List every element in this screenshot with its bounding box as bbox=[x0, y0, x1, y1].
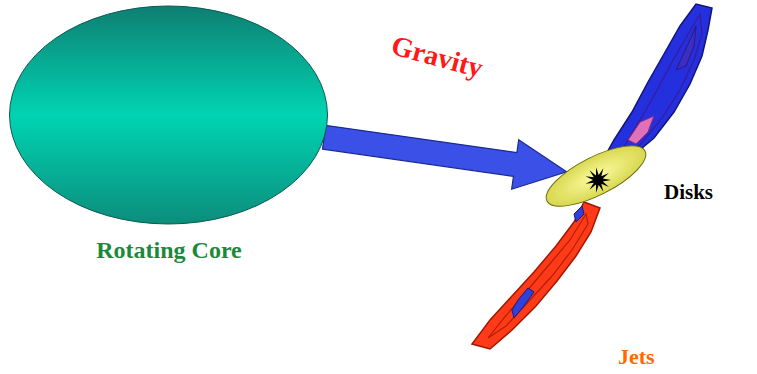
disk-ellipse: Disks bbox=[536, 140, 719, 216]
disk-shape bbox=[536, 140, 716, 216]
blue-jet-contour bbox=[622, 14, 702, 150]
jets-label: Jets bbox=[618, 344, 655, 369]
red-jet bbox=[472, 202, 600, 349]
gravity-arrow bbox=[322, 125, 566, 189]
rotating-core: Rotating Core bbox=[8, 5, 330, 271]
node-label: Disks bbox=[664, 180, 713, 204]
blue-jet-core bbox=[628, 116, 654, 144]
red-jet-core bbox=[512, 288, 534, 318]
node-label: Rotating Core bbox=[96, 237, 242, 265]
core-ellipse bbox=[10, 6, 328, 224]
blue-jet-contour bbox=[676, 26, 696, 70]
edge-label: Gravity bbox=[388, 29, 486, 84]
red-jet-core bbox=[574, 206, 584, 222]
core-shape bbox=[8, 5, 330, 271]
red-jet-contour bbox=[488, 214, 588, 338]
protostar-burst bbox=[586, 167, 611, 193]
blue-jet bbox=[600, 4, 712, 165]
disk-ellipse bbox=[538, 134, 653, 218]
